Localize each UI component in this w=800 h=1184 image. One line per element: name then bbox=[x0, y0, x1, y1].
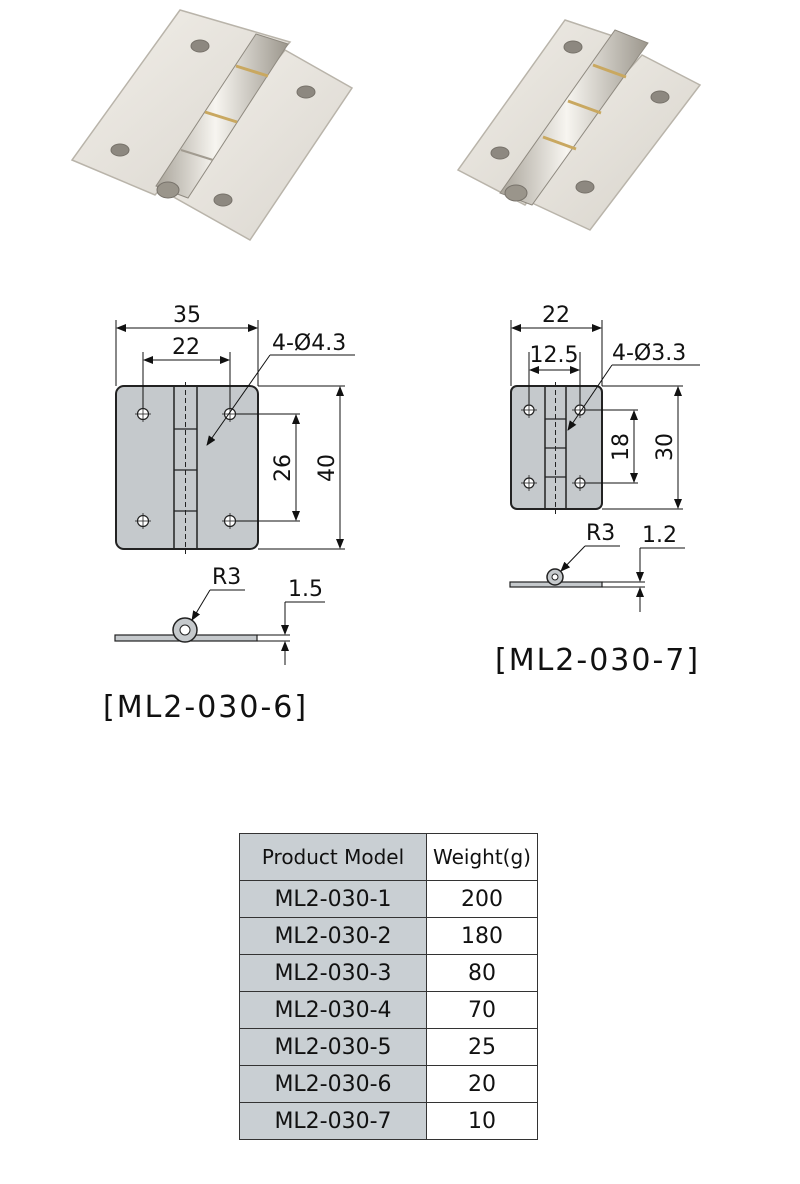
header-weight: Weight(g) bbox=[426, 833, 538, 881]
table-row: ML2-030-4 70 bbox=[239, 991, 538, 1029]
table-row: ML2-030-2 180 bbox=[239, 917, 538, 955]
cell-weight: 200 bbox=[426, 880, 538, 918]
drawing-ml2-030-7: 22 12.5 4-Ø3.3 18 30 R3 1.2 bbox=[509, 303, 700, 612]
dim-height: 30 bbox=[653, 433, 678, 461]
table-row: ML2-030-7 10 bbox=[239, 1102, 538, 1140]
table-row: ML2-030-6 20 bbox=[239, 1065, 538, 1103]
hinge-photo-large bbox=[70, 9, 354, 241]
table-row: ML2-030-1 200 bbox=[239, 880, 538, 918]
model-label-ml2-030-6: [ML2-030-6] bbox=[103, 690, 309, 725]
cell-weight: 10 bbox=[426, 1102, 538, 1140]
dim-width: 22 bbox=[542, 303, 570, 328]
dim-hole-spacing-y: 26 bbox=[271, 454, 296, 482]
cell-model: ML2-030-2 bbox=[239, 917, 427, 955]
table-row: ML2-030-3 80 bbox=[239, 954, 538, 992]
dim-hole-spacing-y: 18 bbox=[609, 433, 634, 461]
dim-hole-spacing-x: 12.5 bbox=[530, 343, 579, 368]
dim-width: 35 bbox=[173, 303, 201, 328]
cell-weight: 180 bbox=[426, 917, 538, 955]
cell-model: ML2-030-3 bbox=[239, 954, 427, 992]
dim-radius: R3 bbox=[212, 565, 241, 590]
model-label-ml2-030-7: [ML2-030-7] bbox=[495, 643, 701, 678]
dim-holes: 4-Ø4.3 bbox=[272, 331, 346, 356]
drawing-ml2-030-6: 35 22 4-Ø4.3 26 40 R3 1.5 bbox=[114, 303, 355, 665]
hinge-plate bbox=[115, 385, 259, 550]
dim-height: 40 bbox=[315, 454, 340, 482]
cell-weight: 25 bbox=[426, 1028, 538, 1066]
cell-model: ML2-030-7 bbox=[239, 1102, 427, 1140]
hinge-photo-small bbox=[456, 19, 702, 231]
dim-hole-spacing-x: 22 bbox=[172, 335, 200, 360]
table-row: ML2-030-5 25 bbox=[239, 1028, 538, 1066]
cell-model: ML2-030-1 bbox=[239, 880, 427, 918]
header-product-model: Product Model bbox=[239, 833, 427, 881]
dim-thickness: 1.5 bbox=[288, 577, 323, 602]
cell-weight: 80 bbox=[426, 954, 538, 992]
cell-model: ML2-030-6 bbox=[239, 1065, 427, 1103]
dim-holes: 4-Ø3.3 bbox=[612, 341, 686, 366]
dim-thickness: 1.2 bbox=[642, 523, 677, 548]
cell-model: ML2-030-5 bbox=[239, 1028, 427, 1066]
dim-radius: R3 bbox=[586, 521, 615, 546]
cell-model: ML2-030-4 bbox=[239, 991, 427, 1029]
cell-weight: 20 bbox=[426, 1065, 538, 1103]
table-header-row: Product Model Weight(g) bbox=[239, 833, 538, 881]
cell-weight: 70 bbox=[426, 991, 538, 1029]
weight-table: Product Model Weight(g) ML2-030-1 200 ML… bbox=[239, 833, 538, 1140]
